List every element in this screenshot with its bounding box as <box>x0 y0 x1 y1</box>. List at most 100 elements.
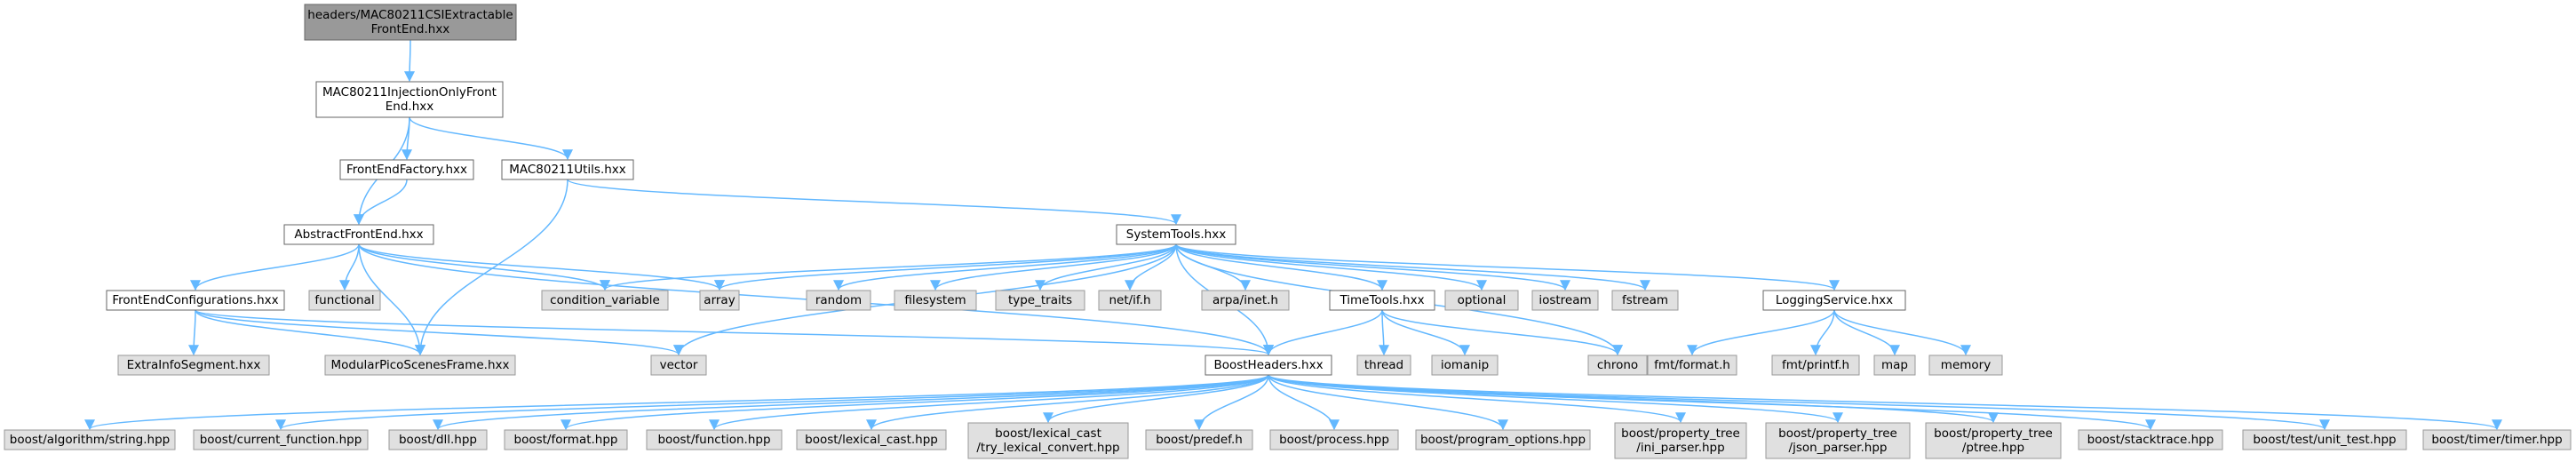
node-label-fefactory: FrontEndFactory.hxx <box>346 163 467 177</box>
node-timetools[interactable]: TimeTools.hxx <box>1329 290 1435 311</box>
edge-logging-to-map <box>1833 309 1900 356</box>
node-label-arpainet: arpa/inet.h <box>1212 293 1278 307</box>
edge-systemtools-to-iostream <box>1175 243 1570 291</box>
edge-systemtools-to-fstream <box>1175 243 1650 291</box>
node-label-b_algo: boost/algorithm/string.hpp <box>10 433 170 447</box>
node-label-iomanip: iomanip <box>1441 358 1489 372</box>
node-box-b_algo <box>4 429 176 450</box>
node-box-timetools[interactable] <box>1329 290 1435 311</box>
node-root[interactable]: headers/MAC80211CSIExtractableFrontEnd.h… <box>304 4 517 41</box>
edge-feconfig-to-extrainfo <box>188 309 200 356</box>
node-b_predef: boost/predef.h <box>1145 429 1253 450</box>
node-iostream: iostream <box>1531 290 1599 311</box>
node-b_stack: boost/stacktrace.hpp <box>2078 429 2223 450</box>
edge-logging-to-fmtformat <box>1687 309 1835 356</box>
node-label-b_ptree: boost/property_tree <box>1934 426 2053 441</box>
node-box-b_ini <box>1614 422 1747 459</box>
node-typetraits: type_traits <box>995 290 1085 311</box>
node-optional: optional <box>1444 290 1519 311</box>
node-label-b_trylex: /try_lexical_convert.hpp <box>976 441 1119 455</box>
edge-injection-to-fefactory <box>402 116 413 161</box>
node-thread: thread <box>1356 354 1411 376</box>
node-box-extrainfo <box>117 354 270 376</box>
node-box-fefactory[interactable] <box>339 159 474 180</box>
node-box-abstractfe[interactable] <box>283 224 434 245</box>
node-label-thread: thread <box>1364 358 1403 372</box>
edge-systemtools-to-random <box>833 243 1177 291</box>
node-box-b_curfn <box>193 429 369 450</box>
node-box-b_trylex <box>967 422 1129 459</box>
edge-fefactory-to-abstractfe <box>354 179 408 226</box>
edge-boostheaders-to-b_process <box>1268 374 1340 431</box>
edge-feconfig-to-vector <box>195 309 684 356</box>
node-box-b_stack <box>2078 429 2223 450</box>
node-label-modular: ModularPicoScenesFrame.hxx <box>331 358 510 372</box>
edge-abstractfe-to-condvar <box>358 243 610 291</box>
edge-boostheaders-to-b_trylex <box>1043 374 1269 424</box>
node-label-extrainfo: ExtraInfoSegment.hxx <box>127 358 261 372</box>
edge-logging-to-memory <box>1833 309 1971 356</box>
edge-boostheaders-to-b_json <box>1268 374 1843 424</box>
node-box-vector <box>650 354 707 376</box>
edge-systemtools-to-timetools <box>1175 243 1387 291</box>
node-label-injection: End.hxx <box>386 100 433 114</box>
node-box-arpainet <box>1201 290 1290 311</box>
edge-abstractfe-to-feconfig <box>190 243 360 291</box>
node-box-root[interactable] <box>304 4 517 41</box>
node-fstream: fstream <box>1611 290 1679 311</box>
node-box-condvar <box>541 290 669 311</box>
node-b_lexcast: boost/lexical_cast.hpp <box>796 429 947 450</box>
node-random: random <box>806 290 871 311</box>
edge-feconfig-to-modular <box>195 309 425 356</box>
edge-boostheaders-to-b_algo <box>84 374 1269 431</box>
node-box-b_timer <box>2422 429 2572 450</box>
node-box-feconfig[interactable] <box>106 290 285 311</box>
edge-systemtools-to-netif <box>1125 243 1177 291</box>
node-array: array <box>699 290 740 311</box>
node-label-root: FrontEnd.hxx <box>371 22 450 36</box>
node-label-optional: optional <box>1458 293 1507 307</box>
node-feconfig[interactable]: FrontEndConfigurations.hxx <box>106 290 285 311</box>
node-label-utils: MAC80211Utils.hxx <box>509 163 626 177</box>
node-logging[interactable]: LoggingService.hxx <box>1762 290 1906 311</box>
node-label-b_timer: boost/timer/timer.hpp <box>2431 433 2562 447</box>
node-label-b_predef: boost/predef.h <box>1156 433 1243 447</box>
node-box-systemtools[interactable] <box>1116 224 1236 245</box>
node-box-injection[interactable] <box>315 81 504 118</box>
node-b_ptree: boost/property_tree/ptree.hpp <box>1925 422 2062 459</box>
node-label-root: headers/MAC80211CSIExtractable <box>307 8 513 22</box>
node-label-b_progopt: boost/program_options.hpp <box>1420 433 1586 447</box>
node-label-timetools: TimeTools.hxx <box>1339 293 1424 307</box>
node-box-boostheaders[interactable] <box>1205 354 1332 376</box>
node-fefactory[interactable]: FrontEndFactory.hxx <box>339 159 474 180</box>
edge-boostheaders-to-b_format <box>561 374 1269 431</box>
node-condvar: condition_variable <box>541 290 669 311</box>
edge-boostheaders-to-b_function <box>709 374 1269 431</box>
node-b_function: boost/function.hpp <box>646 429 783 450</box>
edge-boostheaders-to-b_progopt <box>1268 374 1508 431</box>
node-label-b_json: /json_parser.hpp <box>1789 441 1888 455</box>
node-abstractfe[interactable]: AbstractFrontEnd.hxx <box>283 224 434 245</box>
node-label-b_ini: boost/property_tree <box>1621 426 1740 441</box>
node-label-boostheaders: BoostHeaders.hxx <box>1213 358 1323 372</box>
edge-root-to-injection <box>404 39 416 83</box>
node-label-netif: net/if.h <box>1109 293 1150 307</box>
node-boostheaders[interactable]: BoostHeaders.hxx <box>1205 354 1332 376</box>
node-b_dll: boost/dll.hpp <box>388 429 488 450</box>
node-b_ini: boost/property_tree/ini_parser.hpp <box>1614 422 1747 459</box>
node-box-logging[interactable] <box>1762 290 1906 311</box>
node-box-b_process <box>1269 429 1399 450</box>
node-box-chrono <box>1587 354 1648 376</box>
edge-abstractfe-to-array <box>358 243 725 291</box>
node-label-b_format: boost/format.hpp <box>514 433 618 447</box>
node-systemtools[interactable]: SystemTools.hxx <box>1116 224 1236 245</box>
edge-boostheaders-to-b_predef <box>1194 374 1269 431</box>
edge-injection-to-utils <box>409 116 573 161</box>
node-box-utils[interactable] <box>501 159 634 180</box>
node-utils[interactable]: MAC80211Utils.hxx <box>501 159 634 180</box>
edge-boostheaders-to-b_stack <box>1268 374 2156 431</box>
node-label-filesystem: filesystem <box>904 293 966 307</box>
node-box-b_json <box>1765 422 1911 459</box>
node-label-injection: MAC80211InjectionOnlyFront <box>322 85 497 100</box>
